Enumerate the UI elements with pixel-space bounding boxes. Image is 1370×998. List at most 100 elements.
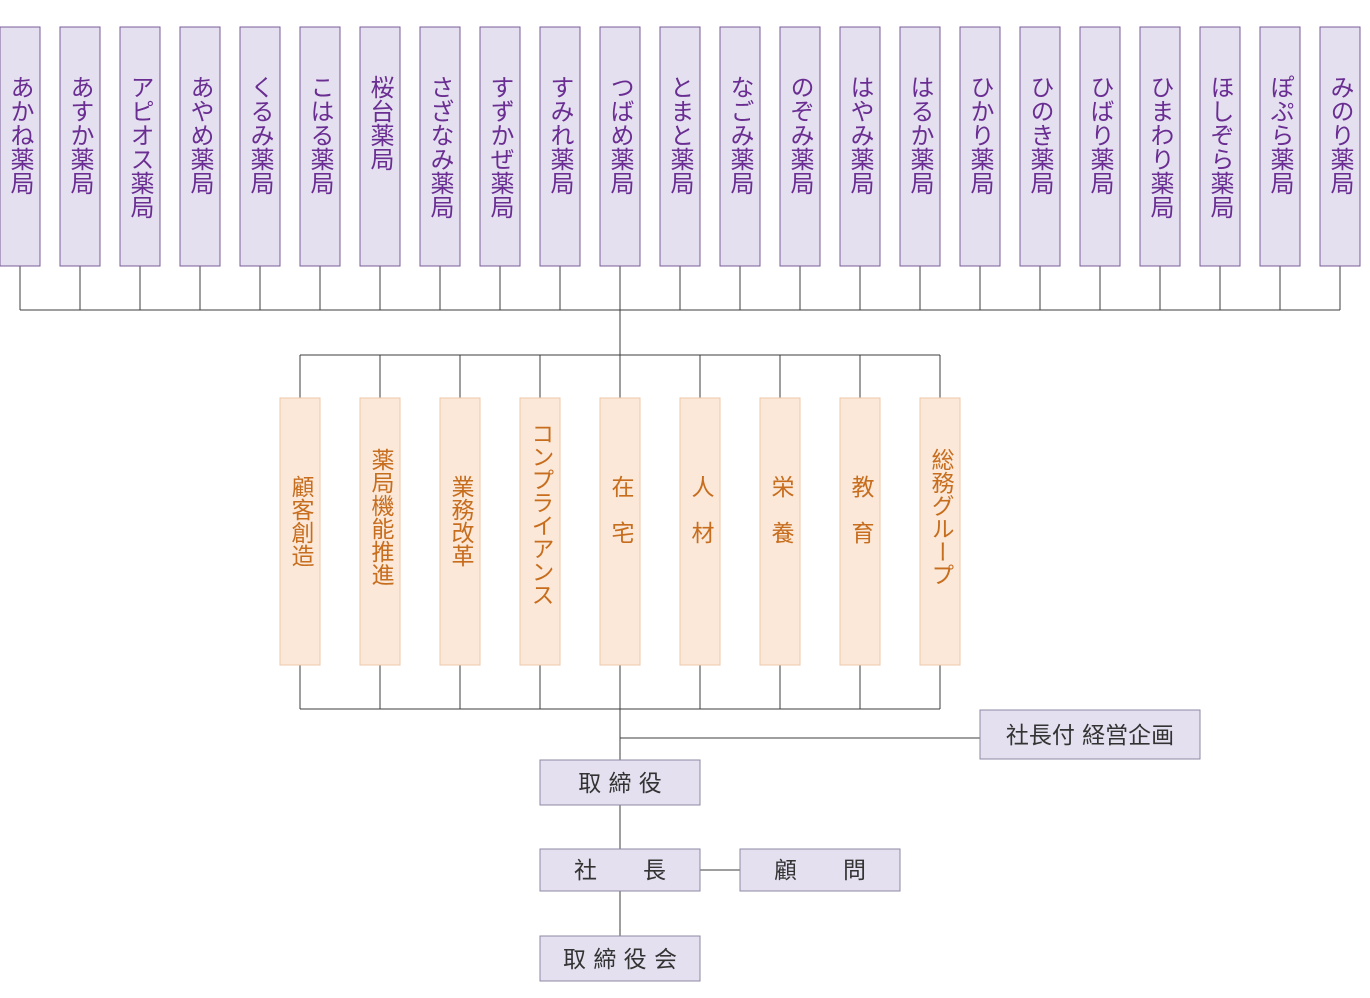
pharmacy-box bbox=[479, 26, 521, 267]
pharmacy-node: はやみ薬局 bbox=[839, 26, 881, 267]
department-box bbox=[839, 397, 881, 666]
pharmacy-node: すみれ薬局 bbox=[539, 26, 581, 267]
pharmacy-box bbox=[899, 26, 941, 267]
department-box bbox=[759, 397, 801, 666]
pharmacy-label: アピオス薬局 bbox=[126, 75, 154, 219]
pharmacy-box bbox=[959, 26, 1001, 267]
pharmacy-box bbox=[419, 26, 461, 267]
department-node: 薬局機能推進 bbox=[359, 397, 401, 666]
pharmacy-box bbox=[539, 26, 581, 267]
pharmacy-label: あすか薬局 bbox=[66, 75, 94, 195]
pharmacy-node: あやめ薬局 bbox=[179, 26, 221, 267]
planning-box bbox=[979, 709, 1201, 760]
department-label: 業務改革 bbox=[447, 475, 475, 567]
board-label: 取 締 役 会 bbox=[563, 947, 677, 973]
pharmacy-box bbox=[299, 26, 341, 267]
pharmacy-box bbox=[119, 26, 161, 267]
pharmacy-label: あやめ薬局 bbox=[186, 75, 214, 195]
pharmacy-box bbox=[239, 26, 281, 267]
pharmacy-node: つばめ薬局 bbox=[599, 26, 641, 267]
department-node: 教 育 bbox=[839, 397, 881, 666]
pharmacy-box bbox=[1079, 26, 1121, 267]
department-label: 総務グループ bbox=[927, 448, 955, 586]
president-label: 社 長 bbox=[574, 858, 666, 884]
pharmacy-label: はるか薬局 bbox=[906, 75, 934, 195]
department-box bbox=[439, 397, 481, 666]
pharmacy-box bbox=[839, 26, 881, 267]
pharmacy-label: みのり薬局 bbox=[1326, 75, 1354, 195]
pharmacy-label: ひかり薬局 bbox=[966, 75, 994, 195]
pharmacy-label: 桜台薬局 bbox=[366, 75, 394, 171]
pharmacy-label: くるみ薬局 bbox=[246, 75, 274, 195]
pharmacy-node: こはる薬局 bbox=[299, 26, 341, 267]
pharmacy-row: あかね薬局 あすか薬局 アピオス薬局 あやめ薬局 くるみ薬局 こはる薬局 桜台薬局 さざなみ薬… bbox=[0, 26, 1361, 267]
pharmacy-label: こはる薬局 bbox=[306, 75, 334, 195]
department-box bbox=[519, 397, 561, 666]
department-node: 業務改革 bbox=[439, 397, 481, 666]
president-box bbox=[539, 848, 701, 892]
pharmacy-box bbox=[599, 26, 641, 267]
pharmacy-label: とまと薬局 bbox=[666, 75, 694, 195]
pharmacy-box bbox=[59, 26, 101, 267]
department-label: 教 育 bbox=[847, 475, 875, 544]
pharmacy-label: ひまわり薬局 bbox=[1146, 75, 1174, 219]
department-label: 人 材 bbox=[687, 475, 715, 544]
advisor-label: 顧 問 bbox=[774, 858, 866, 884]
pharmacy-label: なごみ薬局 bbox=[726, 75, 754, 195]
pharmacy-node: すずかぜ薬局 bbox=[479, 26, 521, 267]
pharmacy-label: ひばり薬局 bbox=[1086, 75, 1114, 195]
directors-node: 取 締 役 bbox=[539, 759, 701, 806]
department-node: 人 材 bbox=[679, 397, 721, 666]
pharmacy-box bbox=[359, 26, 401, 267]
pharmacy-label: あかね薬局 bbox=[6, 75, 34, 195]
pharmacy-node: ひばり薬局 bbox=[1079, 26, 1121, 267]
pharmacy-box bbox=[0, 26, 41, 267]
pharmacy-node: ひかり薬局 bbox=[959, 26, 1001, 267]
pharmacy-box bbox=[1259, 26, 1301, 267]
pharmacy-node: ひまわり薬局 bbox=[1139, 26, 1181, 267]
pharmacy-label: はやみ薬局 bbox=[846, 75, 874, 195]
department-label: 栄 養 bbox=[767, 475, 795, 544]
board-node: 取 締 役 会 bbox=[539, 935, 701, 982]
pharmacy-box bbox=[1319, 26, 1361, 267]
board-box bbox=[539, 935, 701, 982]
pharmacy-label: つばめ薬局 bbox=[606, 75, 634, 195]
pharmacy-box bbox=[779, 26, 821, 267]
department-box bbox=[679, 397, 721, 666]
department-box bbox=[919, 397, 961, 666]
pharmacy-box bbox=[659, 26, 701, 267]
pharmacy-box bbox=[1199, 26, 1241, 267]
department-node: コンプライアンス bbox=[519, 397, 561, 666]
pharmacy-node: のぞみ薬局 bbox=[779, 26, 821, 267]
department-row: 顧客創造薬局機能推進 業務改革 コンプライアンス 在 宅 人 材 栄 養 教 育 総務グループ bbox=[279, 397, 961, 666]
pharmacy-label: さざなみ薬局 bbox=[426, 75, 454, 219]
pharmacy-node: とまと薬局 bbox=[659, 26, 701, 267]
pharmacy-node: ひのき薬局 bbox=[1019, 26, 1061, 267]
pharmacy-box bbox=[1019, 26, 1061, 267]
pharmacy-box bbox=[179, 26, 221, 267]
advisor-node: 顧 問 bbox=[739, 848, 901, 892]
department-box bbox=[359, 397, 401, 666]
directors-label: 取 締 役 bbox=[578, 771, 662, 797]
advisor-box bbox=[739, 848, 901, 892]
pharmacy-node: さざなみ薬局 bbox=[419, 26, 461, 267]
pharmacy-label: のぞみ薬局 bbox=[786, 75, 814, 195]
pharmacy-node: アピオス薬局 bbox=[119, 26, 161, 267]
planning-node: 社長付 経営企画 bbox=[979, 709, 1201, 760]
pharmacy-label: すみれ薬局 bbox=[546, 75, 574, 195]
department-box bbox=[599, 397, 641, 666]
pharmacy-node: あかね薬局 bbox=[0, 26, 41, 267]
pharmacy-node: なごみ薬局 bbox=[719, 26, 761, 267]
pharmacy-box bbox=[1139, 26, 1181, 267]
pharmacy-node: 桜台薬局 bbox=[359, 26, 401, 267]
president-node: 社 長 bbox=[539, 848, 701, 892]
department-node: 顧客創造 bbox=[279, 397, 321, 666]
department-label: 在 宅 bbox=[607, 475, 635, 544]
pharmacy-node: くるみ薬局 bbox=[239, 26, 281, 267]
connector-lines bbox=[19, 266, 1341, 936]
department-label: コンプライアンス bbox=[527, 422, 553, 606]
pharmacy-label: ぽぷら薬局 bbox=[1266, 75, 1294, 195]
pharmacy-box bbox=[719, 26, 761, 267]
pharmacy-node: みのり薬局 bbox=[1319, 26, 1361, 267]
